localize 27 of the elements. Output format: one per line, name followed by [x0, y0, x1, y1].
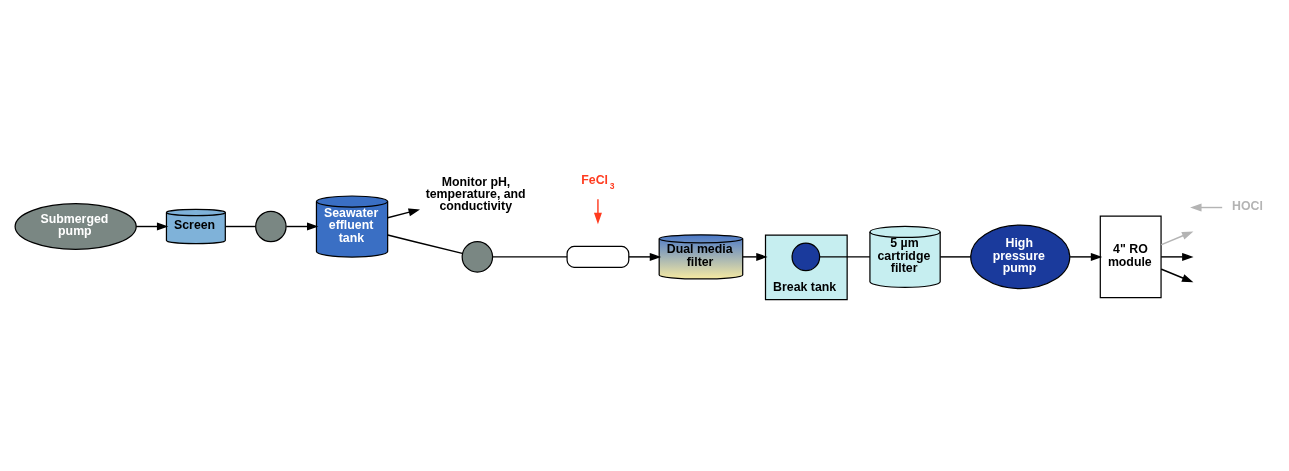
arrow [1190, 203, 1223, 211]
node-text: HOCl [1231, 198, 1263, 213]
connector [225, 225, 257, 227]
node-box: 4" RO module [1099, 214, 1162, 298]
connector [939, 255, 972, 258]
node-ellipse: High pressure pump [970, 224, 1071, 289]
connector [819, 255, 871, 258]
node-circle [791, 242, 821, 271]
arrow [1160, 252, 1194, 261]
arrow [628, 252, 662, 261]
arrow [593, 197, 602, 224]
arrow [387, 207, 420, 218]
arrow [135, 222, 169, 230]
node-text: FeCl$_{3}$ [581, 172, 615, 191]
arrow [1160, 230, 1194, 245]
node-circle [461, 240, 494, 273]
node-ellipse: Submerged pump [14, 202, 137, 250]
arrow [742, 252, 768, 261]
arrow [285, 222, 319, 230]
arrow [1160, 267, 1194, 282]
cluster: Break tank [764, 233, 848, 300]
connector [492, 255, 568, 258]
connector [387, 233, 463, 254]
node-circle [255, 210, 287, 242]
node-text: Monitor pH, temperature, and conductivity [425, 174, 526, 213]
node-box [566, 245, 630, 268]
arrow [1069, 252, 1103, 261]
